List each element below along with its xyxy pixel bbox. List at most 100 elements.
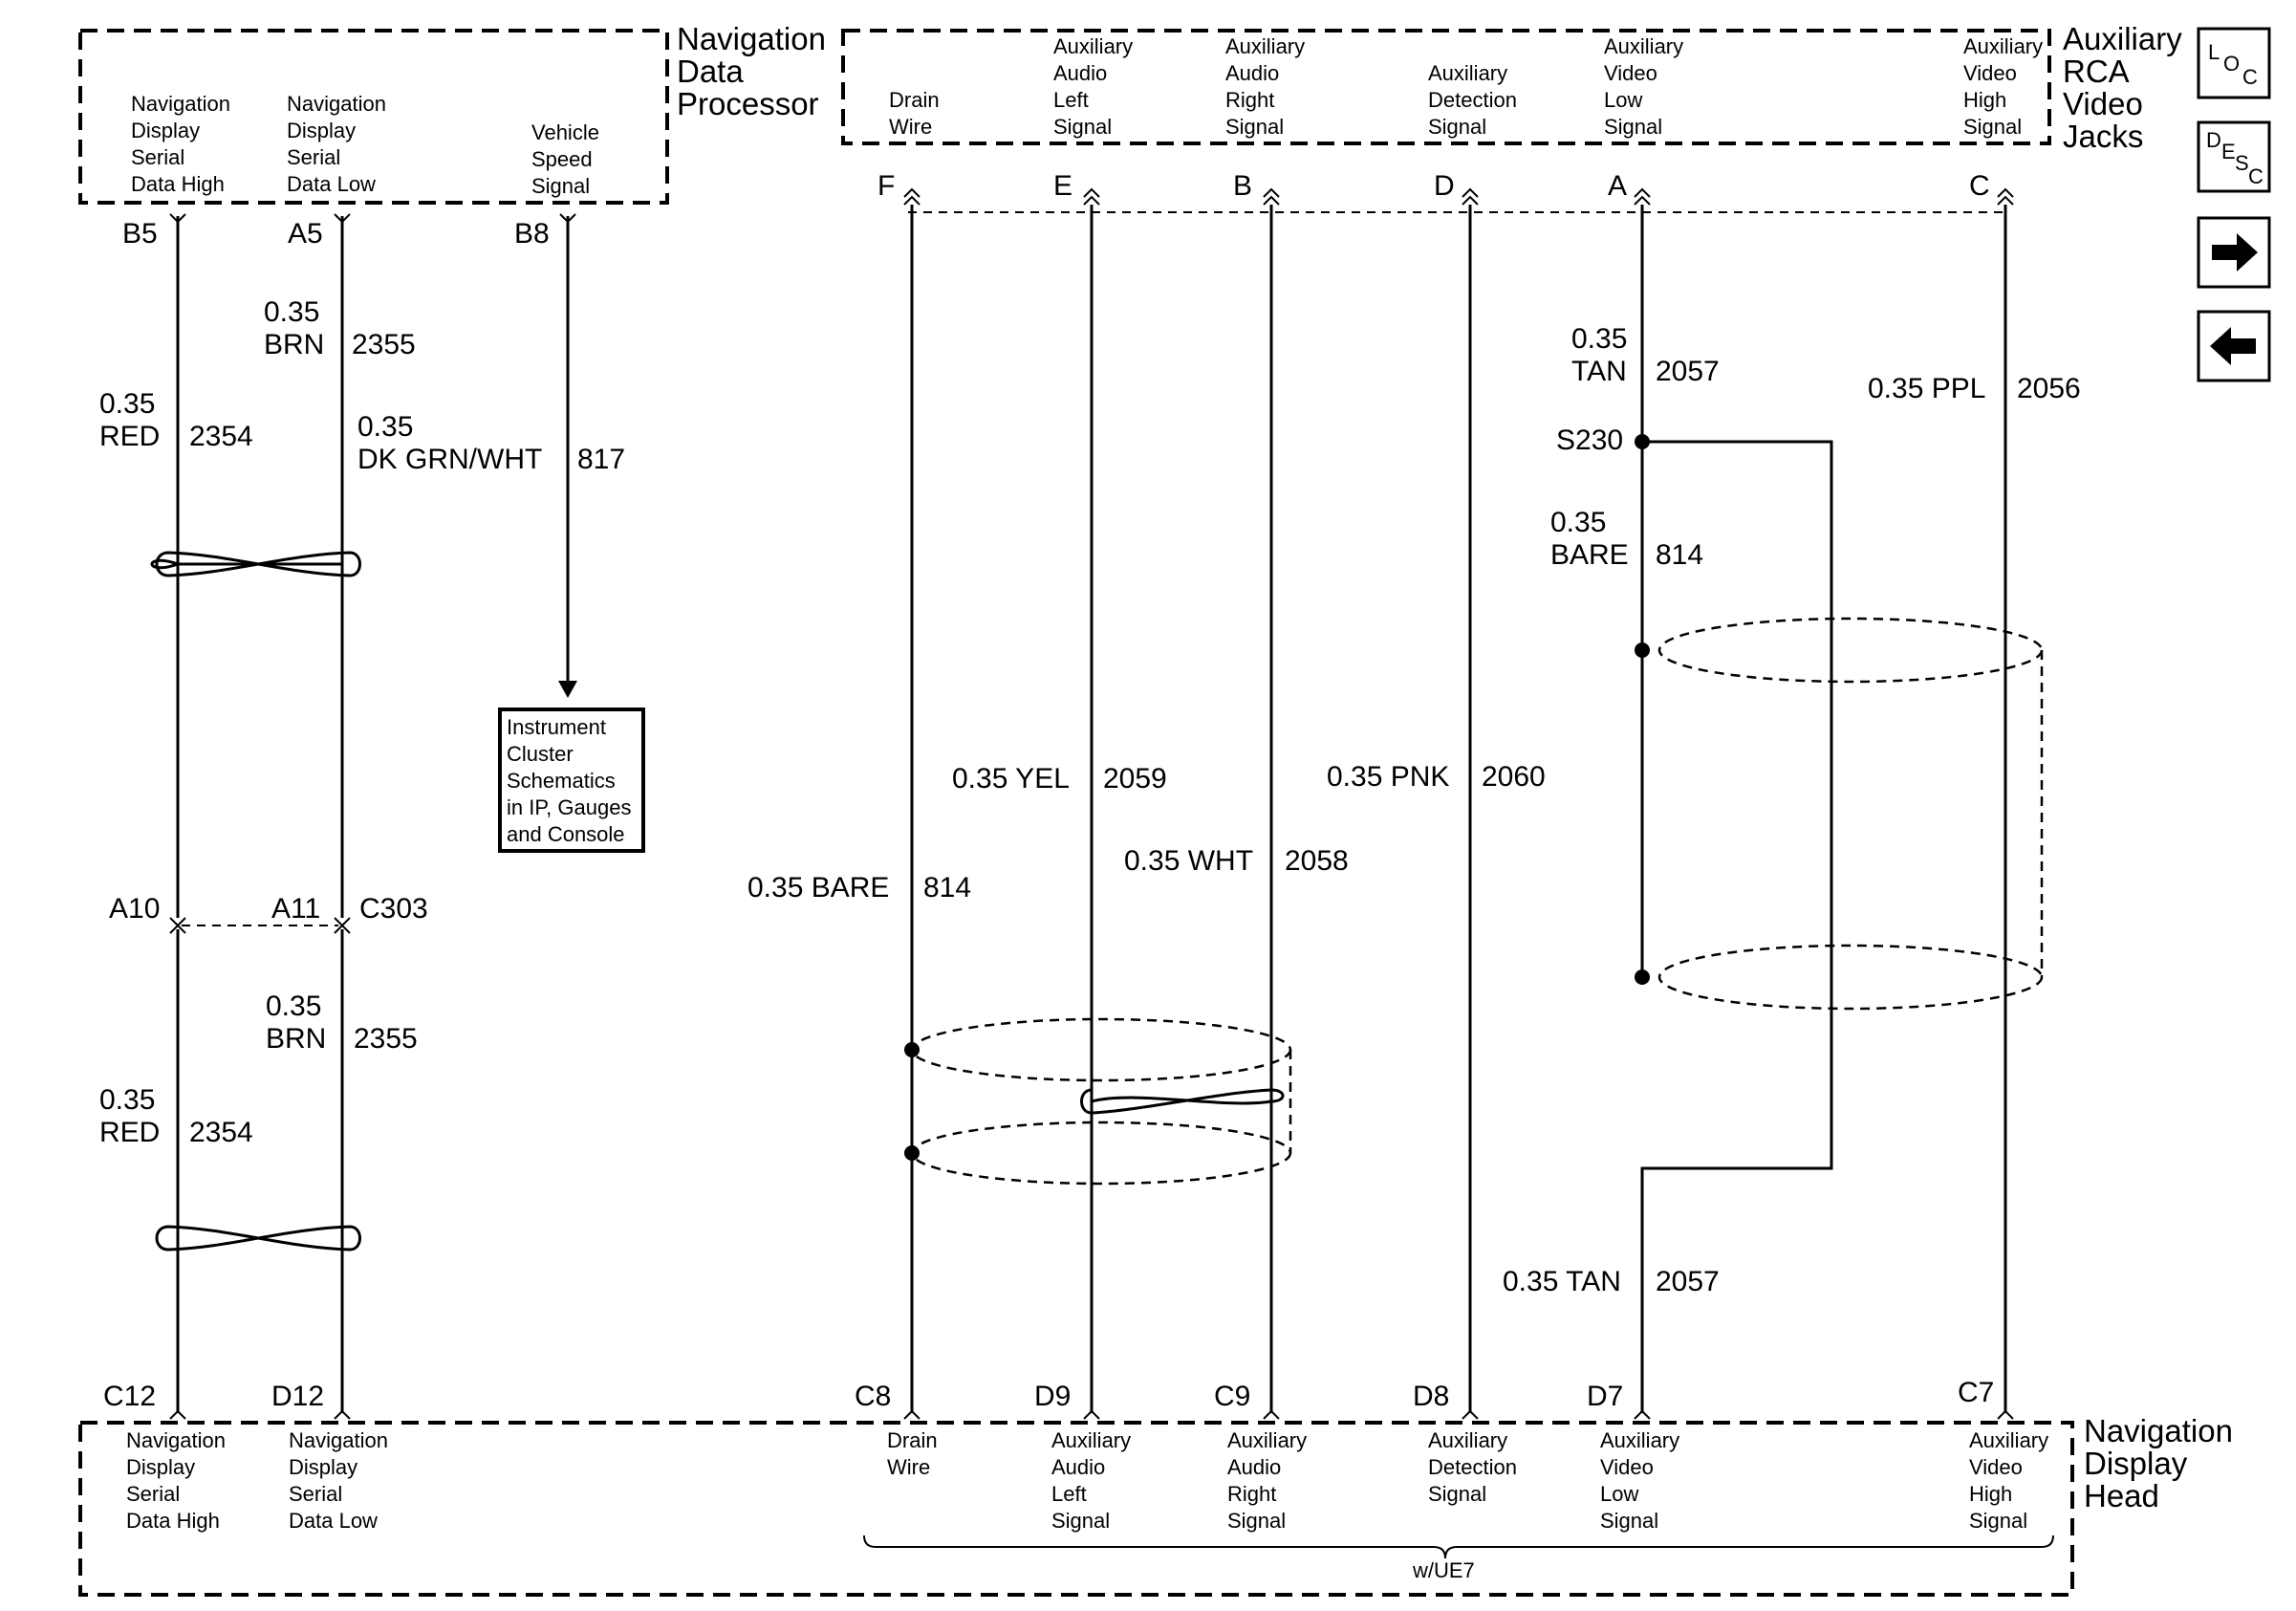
twisted-pair-lower [155,1225,361,1252]
splice-s230-label: S230 [1556,425,1623,456]
wire-label-dkgrn-circuit: 817 [577,444,625,475]
desc-button[interactable]: D E S C [2197,120,2271,193]
pin-c12: C12 [103,1381,156,1412]
wire-label-red-size-upper: 0.35 [99,388,155,420]
processor-pin-label-a5: Navigation Display Serial Data Low [287,92,392,196]
head-pin-label-d12: Navigation Display Serial Data Low [289,1428,394,1533]
wire-label-tan-color-upper: TAN [1571,356,1627,387]
wire-label-brn-circuit-upper: 2355 [352,329,416,360]
wire-2057-lower [1640,440,1833,1413]
pin-c: C [1969,170,1990,202]
jack-pin-label-b: Auxiliary Audio Right Signal [1225,34,1310,139]
pin-d8: D8 [1413,1381,1449,1412]
head-pin-label-d8: Auxiliary Detection Signal [1428,1428,1523,1506]
audio-shield-bottom [910,1121,1292,1186]
pin-d12: D12 [271,1381,324,1412]
pin-stubs [169,187,2014,1420]
desc-button-label: D E S C [2206,128,2264,188]
wire-label-brn-color-upper: BRN [264,329,324,360]
wire-label-pnk-circuit: 2060 [1482,761,1546,793]
pin-e: E [1053,170,1072,202]
wire-label-wht-circuit: 2058 [1285,845,1349,877]
head-pin-label-c7: Auxiliary Video High Signal [1969,1428,2054,1533]
wire-label-red-circuit-upper: 2354 [189,421,253,452]
twisted-pair-upper [155,551,361,577]
head-pin-label-c8: Drain Wire [887,1428,943,1479]
aux-jacks-name: Auxiliary RCA Video Jacks [2063,21,2191,154]
wire-label-red-color-lower: RED [99,1117,160,1148]
wire-label-bare-drain: 0.35 BARE [747,872,889,903]
pin-a11: A11 [271,893,320,925]
pin-c9: C9 [1214,1381,1250,1412]
aux-jacks-box [841,29,2051,145]
pin-d: D [1434,170,1455,202]
option-label: w/UE7 [1412,1558,1475,1582]
splice-s230-dot [1635,434,1650,449]
pin-f: F [877,170,895,202]
head-pin-label-c9: Auxiliary Audio Right Signal [1227,1428,1312,1533]
wire-label-bare-drain-circuit: 814 [923,872,971,903]
wire-label-brn-color-lower: BRN [266,1023,326,1055]
wire-label-pnk: 0.35 PNK [1327,761,1449,793]
wire-label-brn-size-lower: 0.35 [266,991,321,1022]
nav-head-box [78,1421,2074,1597]
head-pin-label-d9: Auxiliary Audio Left Signal [1051,1428,1137,1533]
wire-label-wht: 0.35 WHT [1124,845,1253,877]
wire-label-red-circuit-lower: 2354 [189,1117,253,1148]
wire-label-bare-size-shield: 0.35 [1550,507,1606,538]
head-pin-label-c12: Navigation Display Serial Data High [126,1428,231,1533]
wire-label-tan-lower: 0.35 TAN [1503,1266,1621,1297]
wire-label-brn-size-upper: 0.35 [264,296,319,328]
wire-label-tan-size-upper: 0.35 [1571,323,1627,355]
wire-label-ppl: 0.35 PPL [1868,373,1985,404]
next-page-button[interactable] [2197,216,2271,289]
wire-label-brn-circuit-lower: 2355 [354,1023,418,1055]
arrow-down-icon [558,681,577,698]
nav-processor-name: Navigation Data Processor [677,21,834,121]
arrow-left-icon [2210,327,2256,365]
pin-a: A [1608,170,1627,202]
pin-c7: C7 [1958,1377,1994,1408]
wire-label-yel: 0.35 YEL [952,763,1070,795]
pin-b5: B5 [122,218,158,250]
option-bracket [863,1535,2054,1559]
processor-pin-label-b5: Navigation Display Serial Data High [131,92,236,196]
prev-page-button[interactable] [2197,310,2271,382]
jack-pin-label-f: Drain Wire [889,88,945,139]
reference-box[interactable] [498,708,645,853]
head-pin-label-d7: Auxiliary Video Low Signal [1600,1428,1685,1533]
audio-shield-top [910,1017,1292,1082]
pin-d9: D9 [1034,1381,1071,1412]
wire-label-red-size-lower: 0.35 [99,1084,155,1116]
wire-label-red-color-upper: RED [99,421,160,452]
processor-pin-label-b8: Vehicle Speed Signal [531,120,605,198]
wire-label-yel-circuit: 2059 [1103,763,1167,795]
jack-pin-label-d: Auxiliary Detection Signal [1428,61,1523,139]
audio-twisted-pair [1080,1088,1285,1115]
wire-label-ppl-circuit: 2056 [2017,373,2081,404]
pin-a5: A5 [288,218,323,250]
pin-d7: D7 [1587,1381,1623,1412]
wire-label-dkgrn-size: 0.35 [357,411,413,443]
nav-head-name: Navigation Display Head [2084,1413,2242,1513]
wire-label-bare-color-shield: BARE [1550,539,1629,571]
pin-b8: B8 [514,218,550,250]
pin-b: B [1233,170,1252,202]
shield-drain-dot-bottom [1635,969,1650,985]
wire-label-tan-circuit-lower: 2057 [1656,1266,1720,1297]
arrow-right-icon [2212,233,2258,272]
wire-label-bare-circuit-shield: 814 [1656,539,1703,571]
connector-c303: C303 [359,893,428,925]
jack-pin-label-c: Auxiliary Video High Signal [1963,34,2048,139]
pin-c8: C8 [855,1381,891,1412]
video-shield-bottom [1657,944,2044,1011]
shield-drain-dot-top [1635,642,1650,658]
pin-a10: A10 [109,893,160,925]
jack-pin-label-a: Auxiliary Video Low Signal [1604,34,1689,139]
loc-button-label: L O C [2208,40,2258,89]
loc-button[interactable]: L O C [2197,27,2271,99]
wire-label-dkgrn-color: DK GRN/WHT [357,444,542,475]
wire-label-tan-circuit-upper: 2057 [1656,356,1720,387]
